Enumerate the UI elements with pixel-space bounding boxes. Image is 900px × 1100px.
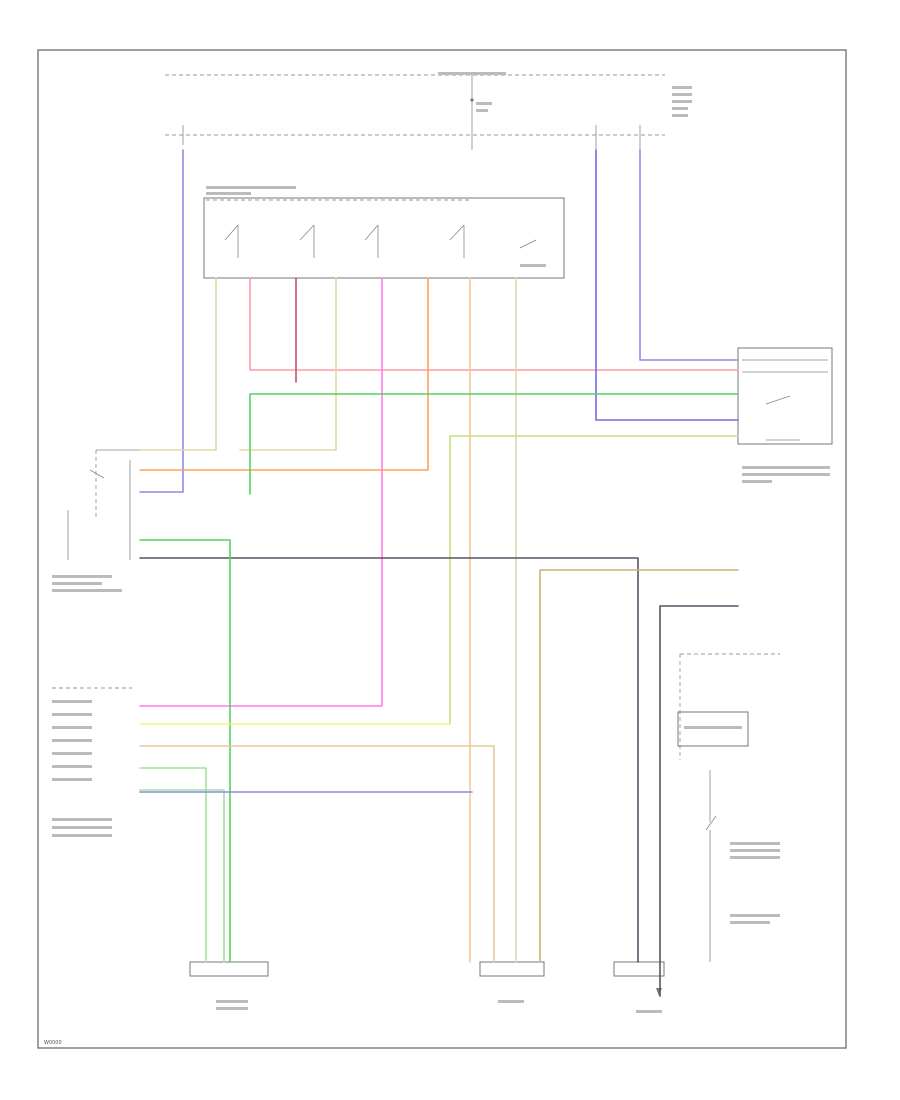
wire-magenta xyxy=(139,277,383,707)
fan-control-module xyxy=(677,653,780,962)
bus-labels xyxy=(438,72,692,117)
wire-tan-2 xyxy=(139,745,495,963)
wire-light-green-2 xyxy=(139,789,225,963)
wire-yellow-tan xyxy=(139,277,217,451)
wire-blue-right-2 xyxy=(639,149,739,361)
wire-blue-left xyxy=(139,149,184,493)
compressor-clutch-relay-switch xyxy=(203,186,565,279)
wire-green xyxy=(249,393,739,495)
resistor-block xyxy=(189,961,269,1010)
wire-red-1 xyxy=(249,277,739,371)
ground-point-1 xyxy=(479,961,545,1003)
wire-orange xyxy=(139,277,429,471)
wire-green-2 xyxy=(139,539,231,963)
wire-light-green xyxy=(139,767,207,963)
pcm-connector xyxy=(52,687,132,837)
wire-yellow-green xyxy=(449,435,739,725)
ground-point-2 xyxy=(613,961,665,1013)
wire-gray-dark xyxy=(139,557,639,963)
wire-tan-1 xyxy=(239,277,337,451)
wire-olive-2 xyxy=(539,569,739,963)
wire-gray-right xyxy=(659,605,739,997)
cooling-fan-motor-connector xyxy=(737,347,833,483)
wire-group xyxy=(139,149,739,997)
footer-code: W0000 xyxy=(44,1040,62,1046)
wire-blue-right-1 xyxy=(595,149,739,421)
pressure-cycling-switch xyxy=(52,449,140,592)
diagram-frame xyxy=(37,49,847,1049)
ground-point-3 xyxy=(656,988,662,996)
fuse-drops xyxy=(182,75,641,150)
